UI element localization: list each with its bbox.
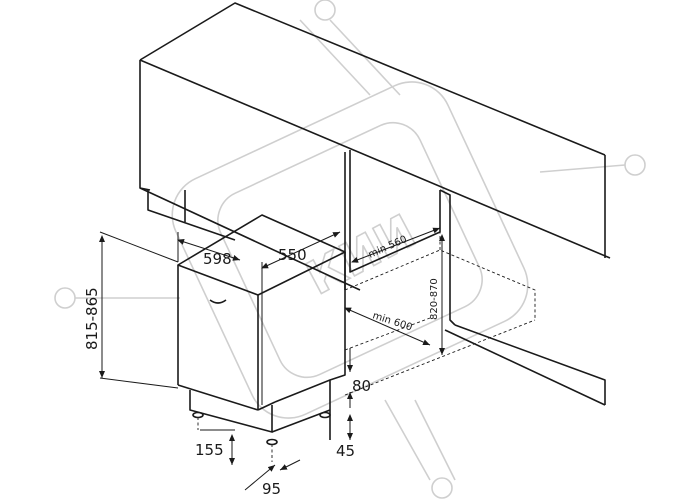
label-height-range: 815-865 — [83, 287, 101, 350]
foot-front-left — [192, 411, 204, 419]
label-foot-depth: 45 — [336, 442, 355, 460]
label-niche-height: 820-870 — [429, 278, 440, 320]
foot-front-right — [266, 438, 278, 446]
label-foot-recess: 155 — [195, 441, 224, 459]
label-cabinet-width: 598 — [203, 250, 232, 268]
left-cabinet — [147, 190, 236, 241]
label-plinth-height: 80 — [352, 377, 371, 395]
foot-rear-right — [319, 411, 331, 419]
label-foot-inset: 95 — [262, 480, 281, 498]
door-handle — [209, 299, 227, 304]
niche — [329, 150, 606, 440]
countertop — [139, 2, 611, 291]
dishwasher — [177, 214, 346, 462]
label-cabinet-depth: 550 — [278, 246, 307, 264]
watermark-text: КИИ — [297, 204, 424, 305]
dimension-lines — [99, 225, 445, 491]
label-min-niche-depth: min 600 — [371, 310, 414, 333]
